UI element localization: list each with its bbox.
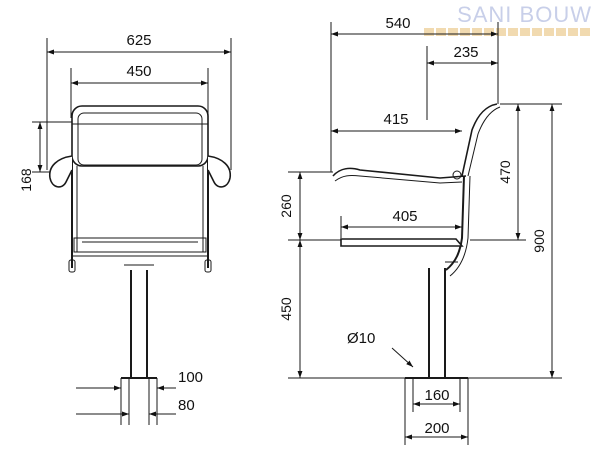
brand-word-sani: SANI [457, 2, 513, 27]
dim-armrest-height: 168 [18, 168, 34, 192]
dim-seat-width: 450 [126, 63, 151, 80]
dim-armrest-depth: 415 [383, 111, 408, 128]
dim-arm-above-seat: 260 [278, 194, 294, 218]
brand-word-bouw: BOUW [519, 2, 592, 27]
dim-back-offset: 235 [453, 44, 478, 61]
brand-underline [424, 28, 592, 36]
armrest-left [48, 155, 73, 188]
dim-tube-outer: 100 [178, 369, 203, 386]
anchor-leader [391, 347, 414, 368]
dim-overall-depth: 540 [385, 15, 410, 32]
backrest-pad [77, 112, 203, 166]
dim-seat-height: 450 [278, 297, 294, 321]
dim-plate-inner: 160 [424, 387, 449, 404]
dim-plate-outer: 200 [424, 420, 449, 437]
brand-logo: SANI BOUW [457, 2, 592, 28]
dim-overall-width: 625 [126, 32, 151, 49]
dim-anchor: Ø10 [347, 330, 375, 347]
seat-plate [73, 237, 207, 253]
dim-back-height: 470 [497, 160, 513, 184]
side-view: 540 235 415 405 260 4 [278, 15, 562, 445]
backrest-frame [71, 105, 209, 167]
front-view: 625 450 168 [18, 32, 232, 425]
side-backrest [461, 103, 498, 177]
dim-total-height: 900 [531, 229, 547, 253]
armrest-right [207, 155, 232, 188]
side-armrest [332, 167, 467, 179]
side-seat [340, 238, 464, 247]
dim-seat-depth: 405 [392, 208, 417, 225]
dim-tube-inner: 80 [178, 397, 195, 414]
